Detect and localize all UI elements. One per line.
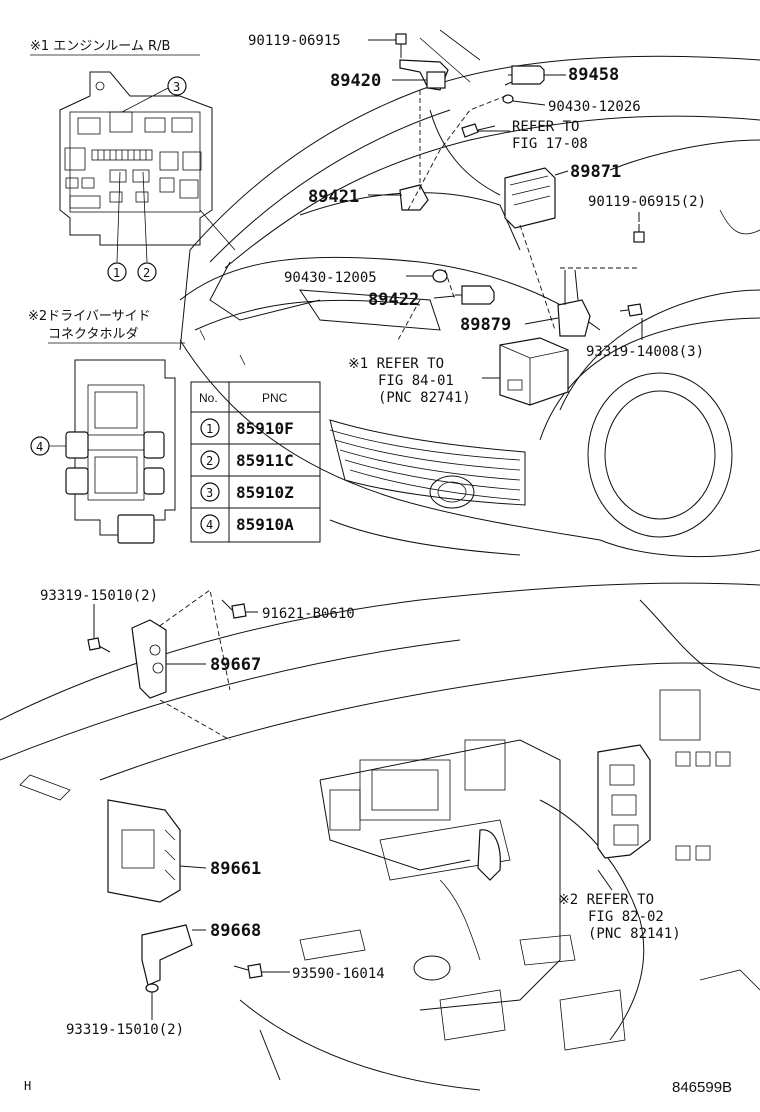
svg-text:4: 4: [206, 518, 213, 532]
pnc-table-row: 2 85911C: [200, 450, 294, 470]
relay-box-82741: [499, 337, 569, 406]
gasket-90430-12026: [502, 94, 514, 104]
label-refer-84-01-line1: ※1 REFER TO: [348, 356, 444, 372]
engine-room-inset-title: ※1 エンジンルーム R/B: [30, 39, 170, 54]
bolt-91621: [221, 599, 247, 619]
svg-text:3: 3: [173, 80, 180, 94]
label-93319-14008: 93319-14008(3): [586, 344, 704, 360]
label-89661: 89661: [210, 859, 261, 879]
label-refer-84-01-line3: (PNC 82741): [378, 390, 471, 406]
bolt-refer-17-08: [461, 123, 496, 138]
engine-bay-parts: [395, 33, 645, 406]
sensor-89422: [455, 285, 495, 305]
svg-text:2: 2: [206, 454, 213, 468]
label-90430-12026: 90430-12026: [548, 99, 641, 115]
bolt-90119-right: [633, 224, 645, 243]
circle-callout-4: 4: [30, 436, 50, 456]
svg-text:1: 1: [113, 266, 120, 280]
bolt-90119-top: [395, 33, 407, 58]
label-89421: 89421: [308, 187, 359, 207]
label-90119-06915-2: 90119-06915(2): [588, 194, 706, 210]
leader-lines: [93, 39, 643, 1020]
label-refer-17-08-line2: FIG 17-08: [512, 136, 588, 152]
circle-callout-2: 2: [137, 262, 157, 282]
circle-callout-1: 1: [107, 262, 127, 282]
dashboard-drawing: [0, 582, 760, 1091]
part-labels: 90119-06915 89420 89458 90430-12026 REFE…: [40, 33, 706, 1038]
label-93319-15010-top: 93319-15010(2): [40, 588, 158, 604]
vehicle-front-drawing: [179, 29, 760, 558]
label-90430-12005: 90430-12005: [284, 270, 377, 286]
pnc-table-header-pnc: PNC: [262, 391, 288, 405]
gasket-90430-12005: [432, 269, 448, 283]
bolt-93319-15010-bottom: [145, 983, 159, 993]
connector-holder-82141: [597, 744, 651, 859]
label-refer-84-01-line2: FIG 84-01: [378, 373, 454, 389]
corner-mark: H: [24, 1079, 31, 1093]
label-89668: 89668: [210, 921, 261, 941]
label-89879: 89879: [460, 315, 511, 335]
label-93590-16014: 93590-16014: [292, 966, 385, 982]
bolt-93319-15010-top: [87, 637, 111, 653]
label-89871: 89871: [570, 162, 621, 182]
label-89667: 89667: [210, 655, 261, 675]
svg-text:4: 4: [36, 440, 43, 454]
label-89420: 89420: [330, 71, 381, 91]
label-91621-b0610: 91621-B0610: [262, 606, 355, 622]
driver-side-inset-title-2: コネクタホルダ: [48, 327, 138, 342]
label-refer-82-02-line2: FIG 82-02: [588, 909, 664, 925]
interior-parts: [87, 599, 651, 993]
sensor-89458: [504, 65, 545, 86]
sensor-89421: [399, 184, 429, 211]
pnc-table-header-no: No.: [199, 391, 218, 405]
svg-text:85910A: 85910A: [236, 515, 294, 534]
svg-text:85911C: 85911C: [236, 451, 294, 470]
sensor-89420: [399, 59, 449, 91]
module-89661: [107, 799, 181, 903]
label-refer-82-02-line3: (PNC 82141): [588, 926, 681, 942]
circle-callout-3: 3: [167, 76, 187, 96]
engine-room-inset: ※1 エンジンルーム R/B 3: [30, 39, 236, 282]
module-89871: [504, 167, 556, 229]
svg-text:85910Z: 85910Z: [236, 483, 294, 502]
bracket-89667: [131, 619, 167, 699]
svg-text:2: 2: [143, 266, 150, 280]
pnc-table-row: 1 85910F: [200, 418, 294, 438]
bolt-93319-14008: [619, 303, 643, 317]
label-89422: 89422: [368, 290, 419, 310]
label-89458: 89458: [568, 65, 619, 85]
pnc-table-row: 3 85910Z: [200, 482, 294, 502]
svg-text:85910F: 85910F: [236, 419, 294, 438]
svg-text:1: 1: [206, 422, 213, 436]
label-90119-06915: 90119-06915: [248, 33, 341, 49]
pnc-table-row: 4 85910A: [200, 514, 294, 534]
bolt-93590: [233, 963, 263, 979]
diagram-id: 846599B: [672, 1079, 732, 1096]
bracket-89668: [141, 924, 193, 986]
svg-text:3: 3: [206, 486, 213, 500]
label-refer-17-08-line1: REFER TO: [512, 119, 579, 135]
driver-side-inset: ※2ドライバーサイド コネクタホルダ 4: [28, 309, 185, 544]
bracket-89879: [557, 269, 591, 337]
label-93319-15010-bottom: 93319-15010(2): [66, 1022, 184, 1038]
pnc-table: No. PNC 1 85910F 2 85911C 3 85910Z 4 859…: [190, 381, 321, 543]
label-refer-82-02-line1: ※2 REFER TO: [558, 892, 654, 908]
driver-side-inset-title-1: ※2ドライバーサイド: [28, 309, 151, 324]
